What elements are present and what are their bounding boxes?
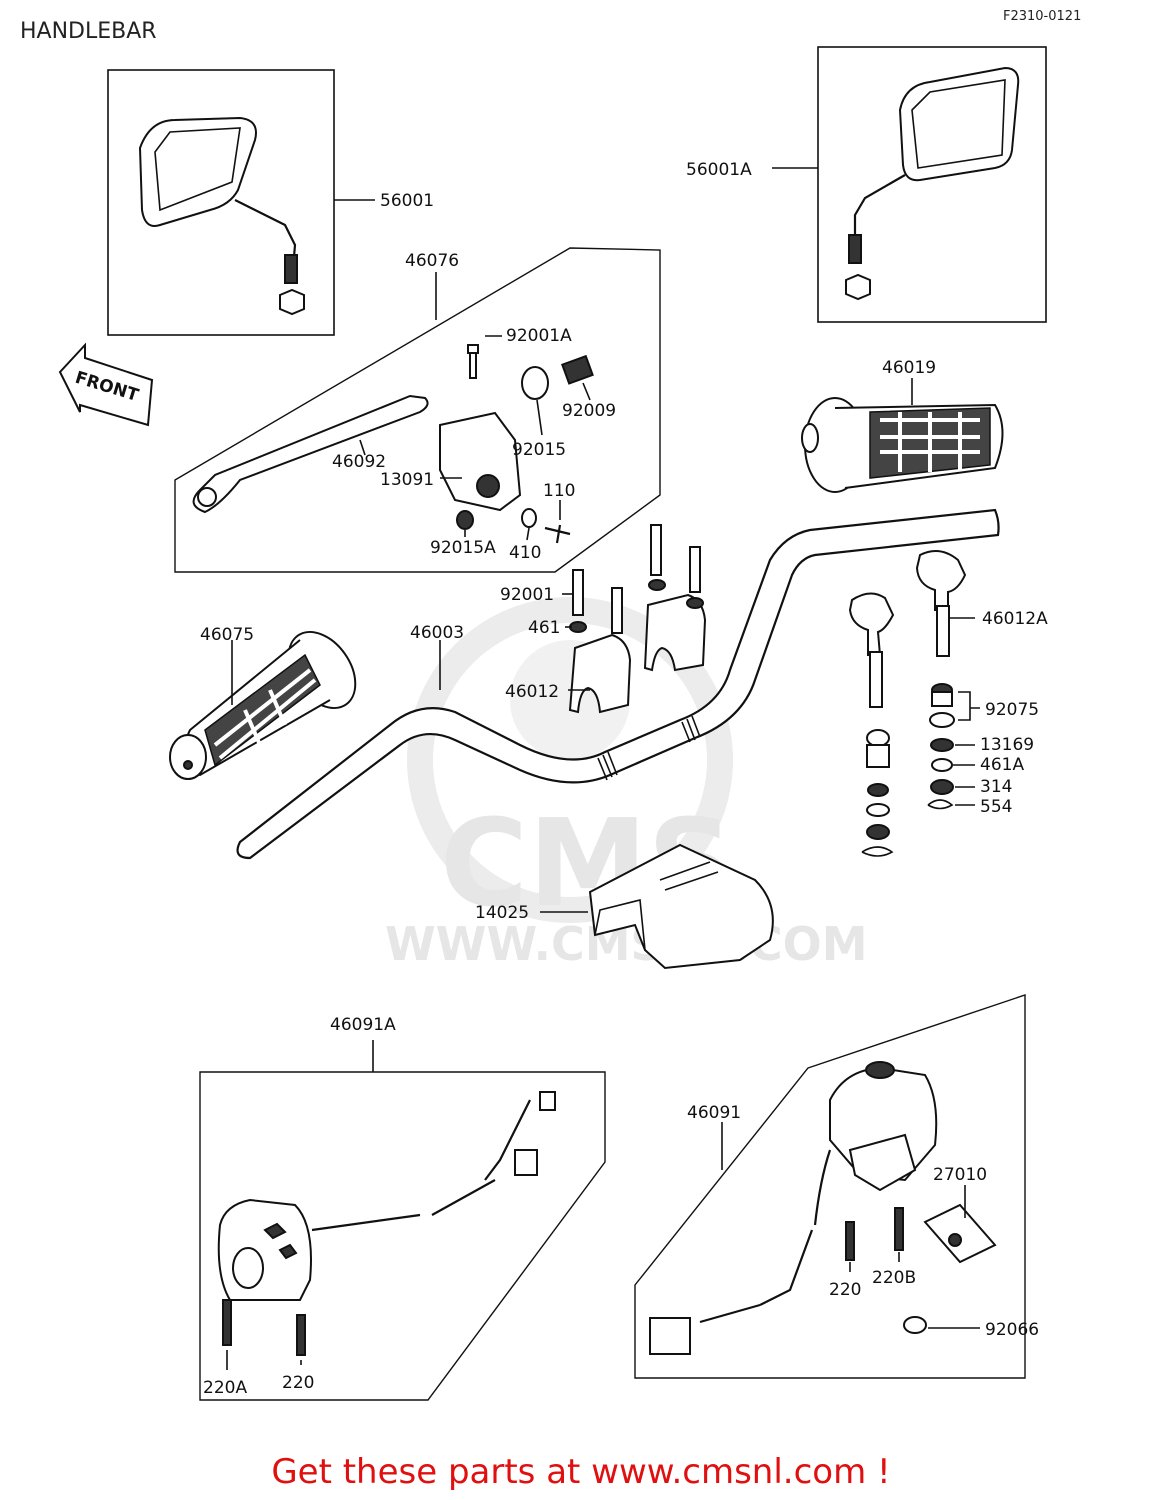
handlebar-risers [848, 550, 967, 708]
label-92001A: 92001A [506, 326, 572, 346]
label-13169: 13169 [980, 735, 1034, 755]
label-46075: 46075 [200, 625, 254, 645]
label-14025: 14025 [475, 903, 529, 923]
label-13091: 13091 [380, 470, 434, 490]
label-220-right: 220 [829, 1280, 861, 1300]
label-314: 314 [980, 777, 1012, 797]
label-46091: 46091 [687, 1103, 741, 1123]
label-92015: 92015 [512, 440, 566, 460]
left-handlebar-switch-assembly [199, 1071, 606, 1401]
handlebar-clamps [568, 524, 707, 714]
diagram-code: F2310-0121 [1003, 9, 1081, 24]
label-92001: 92001 [500, 585, 554, 605]
label-220-left: 220 [282, 1373, 314, 1393]
label-56001: 56001 [380, 191, 434, 211]
label-92075: 92075 [985, 700, 1039, 720]
left-grip [169, 631, 357, 780]
left-mirror-assembly [107, 69, 335, 336]
label-46012A: 46012A [982, 609, 1048, 629]
right-grip [801, 397, 1004, 493]
handlebar-tube [236, 508, 1000, 860]
page-title: HANDLEBAR [20, 19, 157, 44]
label-92066: 92066 [985, 1320, 1039, 1340]
right-handlebar-switch-assembly [634, 994, 1026, 1379]
riser-rubbers-and-washers [861, 683, 955, 857]
handlebar-cover [588, 843, 774, 970]
label-46003: 46003 [410, 623, 464, 643]
label-410: 410 [509, 543, 541, 563]
label-46092: 46092 [332, 452, 386, 472]
label-220B: 220B [872, 1268, 916, 1288]
label-110: 110 [543, 481, 575, 501]
label-46019: 46019 [882, 358, 936, 378]
front-arrow-icon: FRONT [58, 342, 154, 427]
label-554: 554 [980, 797, 1012, 817]
label-220A: 220A [203, 1378, 247, 1398]
label-46091A: 46091A [330, 1015, 396, 1035]
label-46076: 46076 [405, 251, 459, 271]
label-46012: 46012 [505, 682, 559, 702]
clutch-lever-assembly [174, 247, 661, 573]
label-461A: 461A [980, 755, 1024, 775]
footer-cta[interactable]: Get these parts at www.cmsnl.com ! [271, 1452, 891, 1492]
label-27010: 27010 [933, 1165, 987, 1185]
label-92009: 92009 [562, 401, 616, 421]
label-92015A: 92015A [430, 538, 496, 558]
right-mirror-assembly [817, 46, 1047, 323]
label-461: 461 [528, 618, 560, 638]
label-56001A: 56001A [686, 160, 752, 180]
